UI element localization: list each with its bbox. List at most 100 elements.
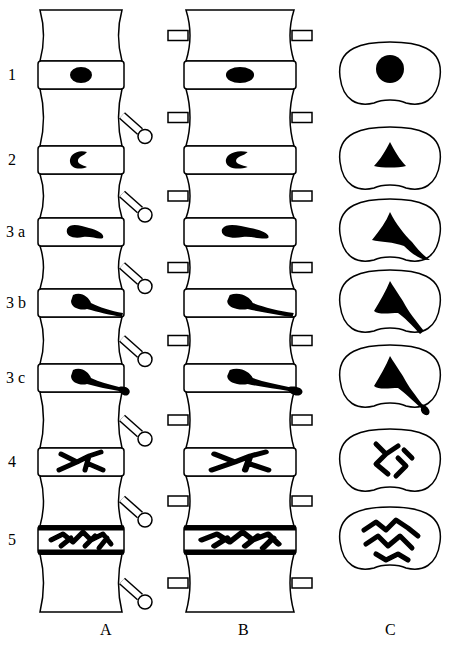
pedicle-end	[138, 353, 152, 367]
contrast-shape	[374, 142, 406, 168]
transverse-process	[292, 336, 312, 346]
transverse-process	[292, 415, 312, 425]
transverse-process	[292, 191, 312, 201]
contrast-shape	[70, 67, 92, 83]
pedicle	[122, 194, 140, 210]
contrast-shape	[67, 225, 104, 239]
pedicle	[122, 581, 140, 597]
pedicle	[122, 339, 140, 355]
transverse-process	[292, 113, 312, 123]
column-letter: C	[385, 620, 396, 640]
contrast-shape	[222, 225, 269, 239]
vertebral-body	[186, 554, 294, 612]
pedicle	[122, 339, 140, 355]
pedicle	[122, 266, 140, 282]
contrast-shape	[376, 55, 404, 83]
disc	[184, 146, 296, 174]
pedicle	[122, 418, 140, 434]
transverse-process	[292, 496, 312, 506]
pedicle-end	[138, 432, 152, 446]
vertebral-body	[186, 246, 294, 289]
disc	[184, 448, 296, 476]
vertebral-body	[40, 554, 122, 612]
contrast-shape	[376, 444, 412, 476]
axial-disc	[340, 429, 441, 491]
pedicle-end	[138, 595, 152, 609]
pedicle	[122, 499, 140, 515]
row-number: 3 a	[6, 222, 25, 242]
contrast-shape	[202, 532, 279, 548]
disc	[184, 289, 296, 317]
contrast-shape	[226, 151, 248, 168]
disc	[38, 448, 124, 476]
pedicle	[122, 581, 140, 597]
pedicle-end	[138, 513, 152, 527]
axial-disc	[340, 127, 441, 189]
endplate	[184, 526, 296, 531]
pedicle	[122, 116, 140, 132]
transverse-process	[292, 31, 312, 41]
vertebral-body	[40, 317, 122, 364]
vertebral-body	[40, 476, 122, 526]
contrast-pattern	[51, 55, 430, 560]
axial-disc	[340, 507, 441, 569]
transverse-process	[292, 263, 312, 273]
contrast-shape	[376, 55, 404, 83]
contrast-shape	[227, 294, 294, 317]
disc	[184, 61, 296, 89]
column-letter: B	[238, 620, 249, 640]
transverse-process	[168, 31, 188, 41]
vertebral-body	[186, 174, 294, 218]
disc	[38, 526, 124, 554]
row-number: 3 b	[6, 293, 26, 313]
contrast-shape	[374, 356, 430, 415]
contrast-shape	[374, 142, 406, 168]
row-number: 1	[8, 65, 16, 85]
contrast-shape	[227, 294, 294, 317]
contrast-shape	[59, 452, 103, 470]
row-number: 3 c	[6, 368, 25, 388]
contrast-shape	[51, 532, 111, 548]
disc	[38, 218, 124, 246]
contrast-shape	[59, 452, 103, 470]
pedicle	[122, 499, 140, 515]
transverse-process	[168, 191, 188, 201]
contrast-shape	[71, 294, 123, 317]
transverse-process	[168, 415, 188, 425]
transverse-process	[168, 578, 188, 588]
row-number: 5	[8, 530, 16, 550]
axial-disc	[340, 42, 441, 104]
pedicle	[122, 418, 140, 434]
vertebral-body	[40, 174, 122, 218]
pedicle	[122, 266, 140, 282]
endplate	[184, 550, 296, 555]
disc	[184, 526, 296, 554]
contrast-shape	[212, 452, 268, 470]
axial-disc	[340, 199, 441, 261]
pedicle	[122, 116, 140, 132]
contrast-shape	[226, 67, 254, 83]
endplate	[38, 526, 124, 531]
transverse-process	[292, 578, 312, 588]
contrast-shape	[226, 67, 254, 83]
column-letter: A	[100, 620, 112, 640]
transverse-process	[168, 496, 188, 506]
vertebral-body	[40, 10, 122, 61]
vertebral-body	[186, 10, 294, 61]
row-number: 2	[8, 150, 16, 170]
contrast-shape	[364, 520, 418, 560]
contrast-shape	[71, 369, 130, 396]
spine-drawing	[38, 10, 440, 612]
contrast-shape	[227, 369, 302, 396]
contrast-shape	[71, 369, 130, 396]
contrast-shape	[222, 225, 269, 239]
disc	[38, 146, 124, 174]
vertebral-body	[186, 392, 294, 448]
disc	[38, 289, 124, 317]
vertebral-body	[186, 476, 294, 526]
contrast-shape	[70, 151, 87, 168]
vertebral-body	[40, 246, 122, 289]
contrast-shape	[376, 444, 412, 476]
contrast-shape	[202, 532, 279, 548]
contrast-shape	[70, 67, 92, 83]
